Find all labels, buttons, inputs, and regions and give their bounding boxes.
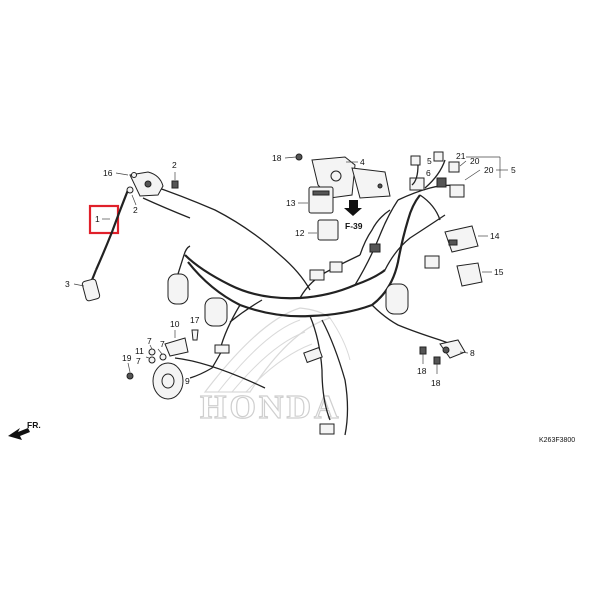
part-label-12: 12: [295, 228, 305, 238]
part-18-bolts-lower: [419, 346, 441, 374]
part-label-16: 16: [103, 168, 113, 178]
part-label-13: 13: [286, 198, 296, 208]
front-direction-arrow: [8, 428, 30, 440]
part-2-bolt: [171, 180, 179, 189]
front-label: FR.: [27, 420, 41, 430]
part-label-7c: 7: [160, 339, 165, 349]
ref-label-f39: F-39: [345, 221, 363, 231]
part-label-5a: 5: [427, 156, 432, 166]
honda-wing-watermark: [203, 307, 351, 393]
part-label-11: 11: [135, 346, 144, 356]
part-label-1: 1: [95, 214, 100, 224]
part-10-bracket: [164, 330, 189, 357]
part-label-17: 17: [190, 315, 200, 325]
part-label-5b: 5: [511, 165, 516, 175]
wire-harness: [142, 184, 463, 436]
part-15-rubber-cover: [456, 262, 483, 287]
part-label-4: 4: [360, 157, 365, 167]
part-3-plug-cap: [73, 278, 101, 302]
part-9-horn: [152, 362, 184, 400]
harness-connectors-mid: [214, 243, 440, 435]
part-label-18b: 18: [417, 366, 427, 376]
part-label-8: 8: [470, 348, 475, 358]
part-17-clip: [191, 329, 199, 341]
part-bracket-upper-left: [126, 171, 164, 197]
harness-sleeve-center: [204, 297, 228, 327]
part-12-relay: [317, 219, 339, 241]
part-label-19: 19: [122, 353, 132, 363]
ref-arrow-f39: [344, 200, 362, 216]
part-label-7a: 7: [147, 336, 152, 346]
part-label-7b: 7: [136, 356, 141, 366]
diagram-code: K263F3800: [539, 437, 575, 444]
harness-sleeve-right: [385, 283, 409, 315]
harness-sleeve-left: [167, 245, 191, 305]
honda-watermark-text: HONDA: [200, 389, 342, 426]
part-label-20b: 20: [484, 165, 494, 175]
callout-bracket-20-5: [459, 156, 508, 181]
part-label-21: 21: [456, 151, 466, 161]
part-8-sensor: [439, 339, 466, 359]
part-label-18a: 18: [272, 153, 282, 163]
part-fasteners-left: [126, 344, 167, 380]
part-label-3: 3: [65, 279, 70, 289]
part-1-ignition-cord: [90, 189, 130, 281]
part-label-14: 14: [490, 231, 500, 241]
part-label-20a: 20: [470, 156, 480, 166]
part-label-2a: 2: [133, 205, 138, 215]
part-14-control-unit: [444, 225, 479, 253]
part-label-9: 9: [185, 376, 190, 386]
part-label-15: 15: [494, 267, 504, 277]
part-label-6: 6: [426, 168, 431, 178]
part-13-fuse-box: [308, 186, 334, 214]
part-connectors-upper-right: [409, 151, 465, 198]
part-label-10: 10: [170, 319, 180, 329]
part-1-highlight-box[interactable]: [88, 204, 120, 235]
part-label-2b: 2: [172, 160, 177, 170]
part-label-18c: 18: [431, 378, 441, 388]
